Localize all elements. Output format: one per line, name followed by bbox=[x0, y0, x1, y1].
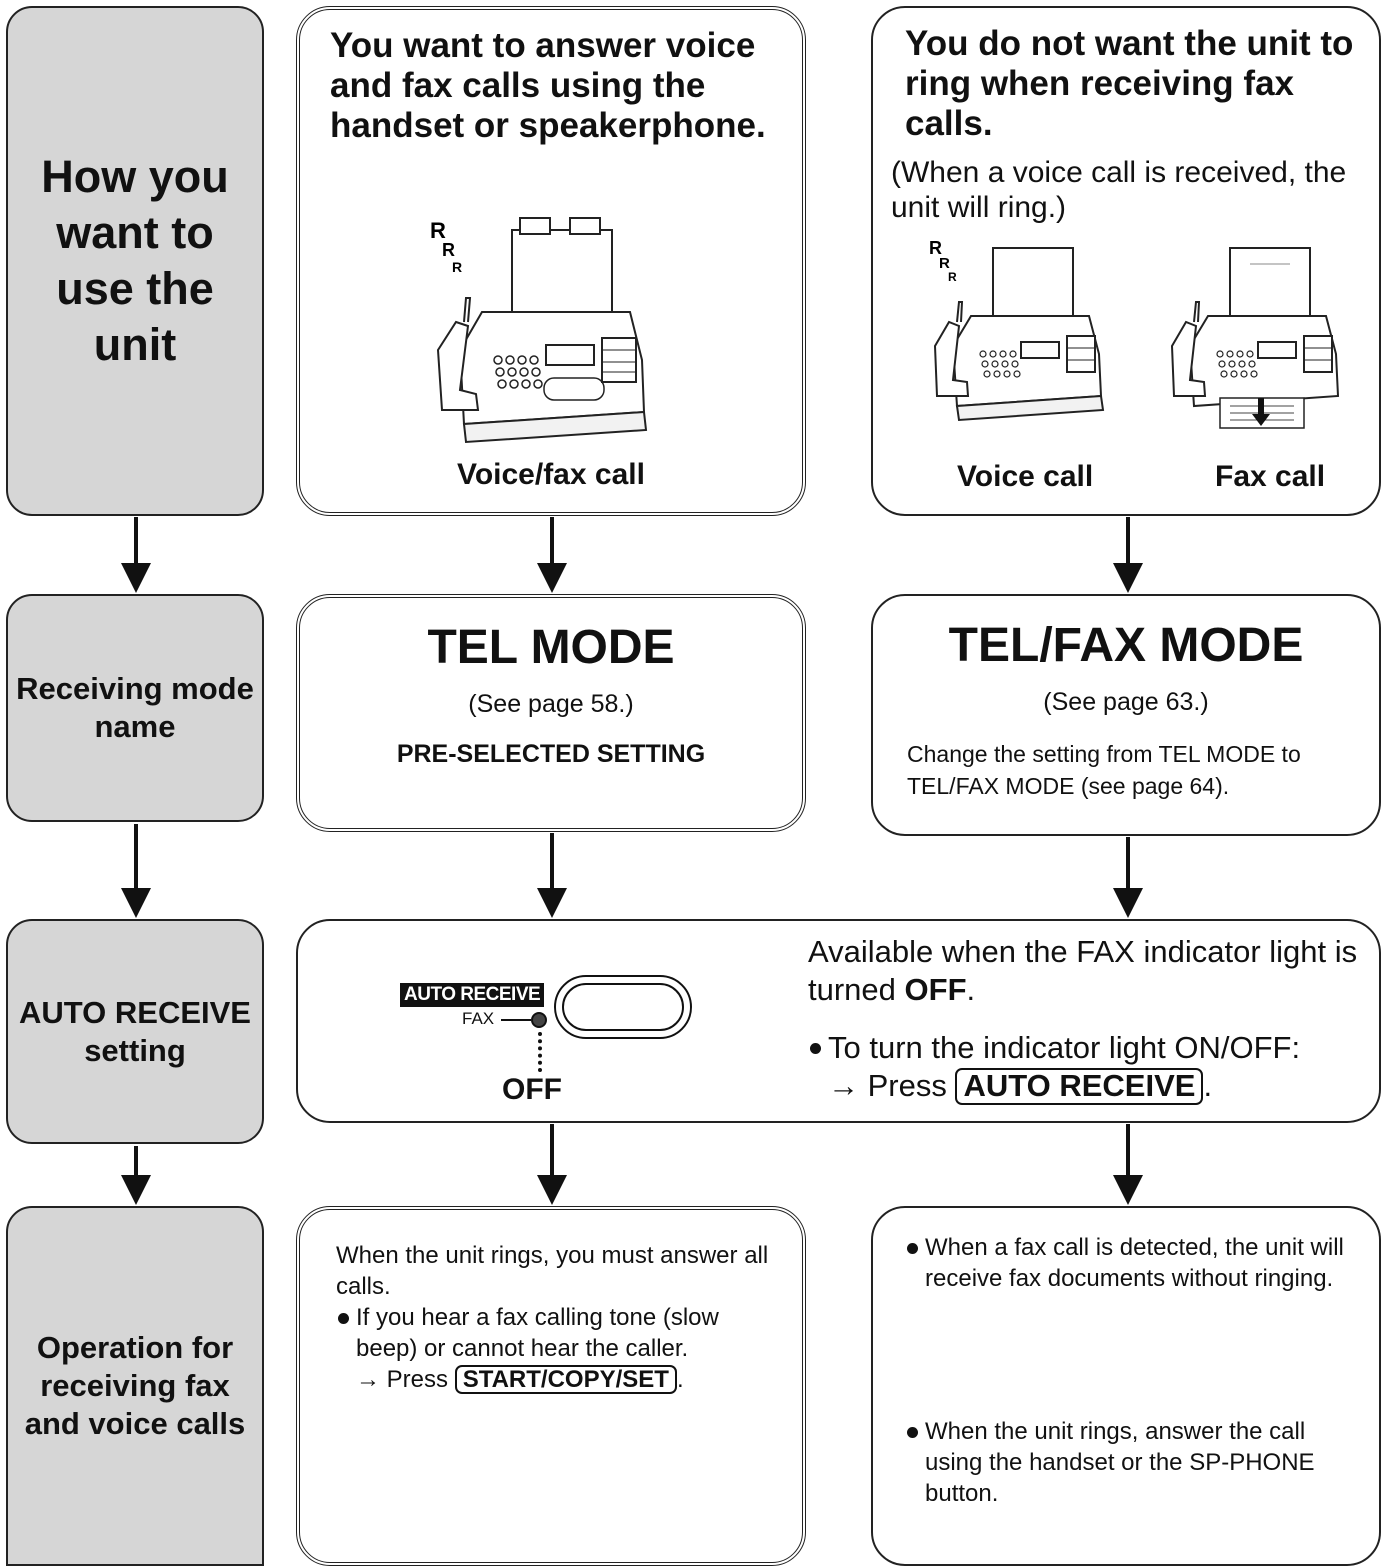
usage-label: How you want to use the unit bbox=[41, 151, 229, 370]
tel-operation-box: When the unit rings, you must answer all… bbox=[296, 1206, 806, 1566]
flow-arrow bbox=[1113, 837, 1143, 918]
auto-receive-panel-label: AUTO RECEIVE bbox=[400, 983, 545, 1007]
tel-op-intro: When the unit rings, you must answer all… bbox=[336, 1242, 769, 1300]
mode-name-label-box: Receiving mode name bbox=[6, 594, 264, 822]
telfax-change-note: Change the setting from TEL MODE to TEL/… bbox=[907, 741, 1301, 799]
telfax-caption-fax: Fax call bbox=[1215, 460, 1326, 493]
flow-arrow bbox=[121, 1146, 151, 1205]
svg-text:R: R bbox=[929, 238, 942, 258]
telfax-op-bullet-2: When the unit rings, answer the call usi… bbox=[905, 1416, 1355, 1509]
svg-text:R: R bbox=[452, 259, 462, 275]
telfax-operation-box: When a fax call is detected, the unit wi… bbox=[871, 1206, 1381, 1566]
telfax-page-ref: (See page 63.) bbox=[1043, 688, 1209, 716]
toggle-instruction: To turn the indicator light ON/OFF: → Pr… bbox=[808, 1029, 1368, 1105]
telfax-op-bullet-1: When a fax call is detected, the unit wi… bbox=[905, 1232, 1355, 1294]
tel-question: You want to answer voice and fax calls u… bbox=[330, 26, 766, 145]
fax-indicator-state: OFF bbox=[502, 1073, 562, 1106]
available-bold: OFF bbox=[904, 972, 967, 1007]
press-end: . bbox=[1203, 1068, 1213, 1103]
svg-text:R: R bbox=[939, 255, 950, 272]
tel-preselected: PRE-SELECTED SETTING bbox=[396, 740, 706, 768]
tel-page-ref: (See page 58.) bbox=[468, 690, 634, 718]
telfax-mode-box: TEL/FAX MODE (See page 63.) Change the s… bbox=[871, 594, 1381, 836]
tel-op-bullet: If you hear a fax calling tone (slow bee… bbox=[336, 1302, 776, 1395]
tel-mode-box: TEL MODE (See page 58.) PRE-SELECTED SET… bbox=[296, 594, 806, 832]
telfax-usage-box: You do not want the unit to ring when re… bbox=[871, 6, 1381, 516]
fax-indicator-light bbox=[531, 1012, 547, 1028]
fax-indicator-label: FAX bbox=[462, 1009, 495, 1028]
fax-machine-fax-icon bbox=[1170, 247, 1340, 429]
tel-mode-title: TEL MODE bbox=[427, 621, 675, 674]
indicator-leader-line bbox=[501, 1019, 531, 1021]
press-text: → Press bbox=[828, 1068, 947, 1103]
telfax-note: (When a voice call is received, the unit… bbox=[891, 156, 1347, 224]
tel-op-press: → Press bbox=[356, 1366, 449, 1393]
auto-receive-hardware-button[interactable] bbox=[554, 975, 692, 1039]
indicator-dotted-line bbox=[538, 1032, 542, 1072]
flow-arrow bbox=[537, 1124, 567, 1205]
tel-op-bullet-text: If you hear a fax calling tone (slow bee… bbox=[356, 1304, 719, 1362]
operation-label: Operation for receiving fax and voice ca… bbox=[24, 1330, 246, 1441]
available-text: Available when the FAX indicator light i… bbox=[808, 934, 1358, 1007]
telfax-mode-title: TEL/FAX MODE bbox=[948, 619, 1304, 672]
svg-text:R: R bbox=[948, 270, 957, 284]
telfax-question: You do not want the unit to ring when re… bbox=[905, 24, 1354, 143]
flow-arrow bbox=[121, 517, 151, 593]
auto-receive-key: AUTO RECEIVE bbox=[955, 1068, 1204, 1105]
flow-arrow bbox=[1113, 1124, 1143, 1205]
tel-caption: Voice/fax call bbox=[457, 458, 645, 491]
svg-text:R: R bbox=[442, 240, 455, 260]
toggle-text: To turn the indicator light ON/OFF: bbox=[828, 1030, 1301, 1065]
auto-receive-label-box: AUTO RECEIVE setting bbox=[6, 919, 264, 1144]
available-end: . bbox=[966, 972, 976, 1007]
usage-label-box: How you want to use the unit bbox=[6, 6, 264, 516]
flow-arrow bbox=[537, 833, 567, 918]
fax-machine-ringing-icon: R R R bbox=[430, 217, 648, 444]
auto-receive-box: AUTO RECEIVE FAX OFF Available when the … bbox=[296, 919, 1381, 1123]
tel-usage-box: You want to answer voice and fax calls u… bbox=[296, 6, 806, 516]
fax-machine-voice-icon: R R R bbox=[929, 238, 1105, 422]
mode-name-label: Receiving mode name bbox=[16, 671, 254, 744]
flow-arrow bbox=[1113, 517, 1143, 593]
flow-arrow bbox=[537, 517, 567, 593]
svg-text:R: R bbox=[430, 218, 446, 243]
start-copy-set-key: START/COPY/SET bbox=[454, 1365, 677, 1395]
auto-receive-label: AUTO RECEIVE setting bbox=[19, 994, 251, 1068]
telfax-caption-voice: Voice call bbox=[957, 460, 1094, 493]
operation-label-box: Operation for receiving fax and voice ca… bbox=[6, 1206, 264, 1566]
available-note: Available when the FAX indicator light i… bbox=[808, 933, 1368, 1009]
flow-arrow bbox=[121, 824, 151, 918]
